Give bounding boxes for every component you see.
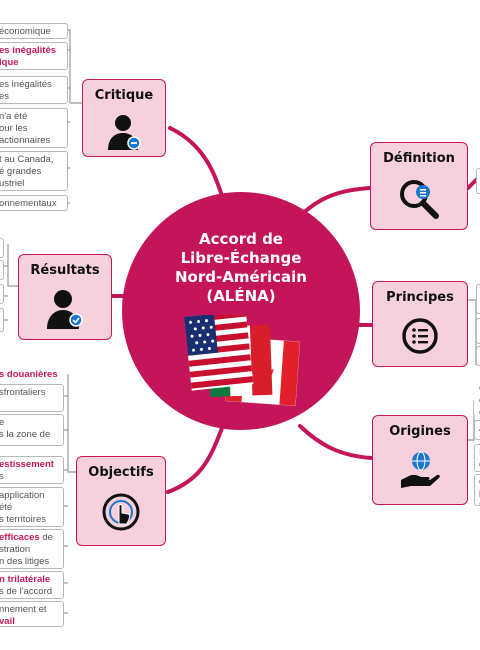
topic-origines[interactable]: Origines [372, 415, 468, 505]
leaf-critique-6[interactable]: onnementaux [0, 195, 68, 211]
leaf-definition-1[interactable] [476, 168, 480, 194]
leaf-resultats-1[interactable] [0, 238, 4, 258]
link-origines [298, 424, 374, 460]
touch-icon [102, 493, 140, 531]
topic-objectifs-title: Objectifs [88, 465, 154, 480]
topic-objectifs[interactable]: Objectifs [76, 456, 166, 546]
link-definition-out [466, 174, 480, 190]
leaf-principes-2[interactable] [476, 318, 480, 344]
topic-critique-title: Critique [94, 88, 154, 103]
leaf-critique-1[interactable]: économique [0, 23, 68, 39]
list-circle-icon [402, 318, 438, 354]
link-objectifs [166, 426, 224, 494]
leaf-origines-1[interactable]: Cco [474, 380, 480, 416]
central-topic[interactable]: Accord de Libre-Échange Nord-Américain (… [122, 192, 360, 430]
topic-principes[interactable]: Principes [372, 281, 468, 367]
topic-definition[interactable]: Définition [370, 142, 468, 230]
user-check-icon [47, 290, 83, 329]
user-minus-icon [108, 115, 141, 150]
topic-resultats-title: Résultats [30, 263, 100, 278]
leaf-resultats-3[interactable] [0, 284, 4, 304]
leaf-origines-4[interactable]: CEM [474, 474, 480, 506]
link-critique [168, 126, 224, 198]
central-topic-title: Accord de Libre-Échange Nord-Américain (… [174, 230, 307, 305]
globe-hand-icon [401, 451, 440, 488]
topic-definition-title: Définition [383, 151, 455, 166]
leaf-resultats-2[interactable] [0, 260, 4, 280]
leaf-origines-3[interactable]: Ie [474, 444, 480, 472]
topic-critique[interactable]: Critique [82, 79, 166, 157]
topic-resultats[interactable]: Résultats [18, 254, 112, 340]
topic-principes-title: Principes [386, 290, 454, 305]
search-list-icon [400, 180, 439, 219]
leaf-principes-1[interactable] [476, 284, 480, 314]
leaf-origines-2[interactable]: A [474, 420, 480, 440]
leaf-objectifs-4[interactable]: estissements [0, 456, 64, 484]
flags-image-icon [184, 315, 301, 406]
leaf-resultats-4[interactable] [0, 308, 4, 332]
topic-origines-title: Origines [389, 424, 451, 439]
leaf-objectifs-2[interactable]: sfrontaliers [0, 384, 64, 412]
leaf-principes-3[interactable] [476, 346, 480, 366]
leaf-objectifs-1[interactable]: s douanières [0, 366, 64, 382]
leaf-objectifs-3[interactable]: es la zone de [0, 414, 64, 446]
